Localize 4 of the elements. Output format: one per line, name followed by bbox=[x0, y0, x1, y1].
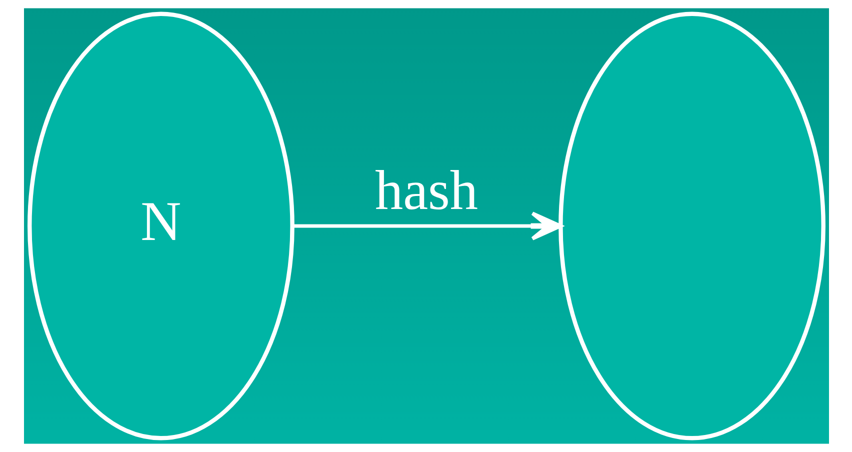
edge-label: hash bbox=[374, 160, 478, 222]
node-ellipse bbox=[558, 12, 825, 440]
node-ellipse: N bbox=[27, 12, 294, 440]
arrow bbox=[292, 212, 562, 240]
